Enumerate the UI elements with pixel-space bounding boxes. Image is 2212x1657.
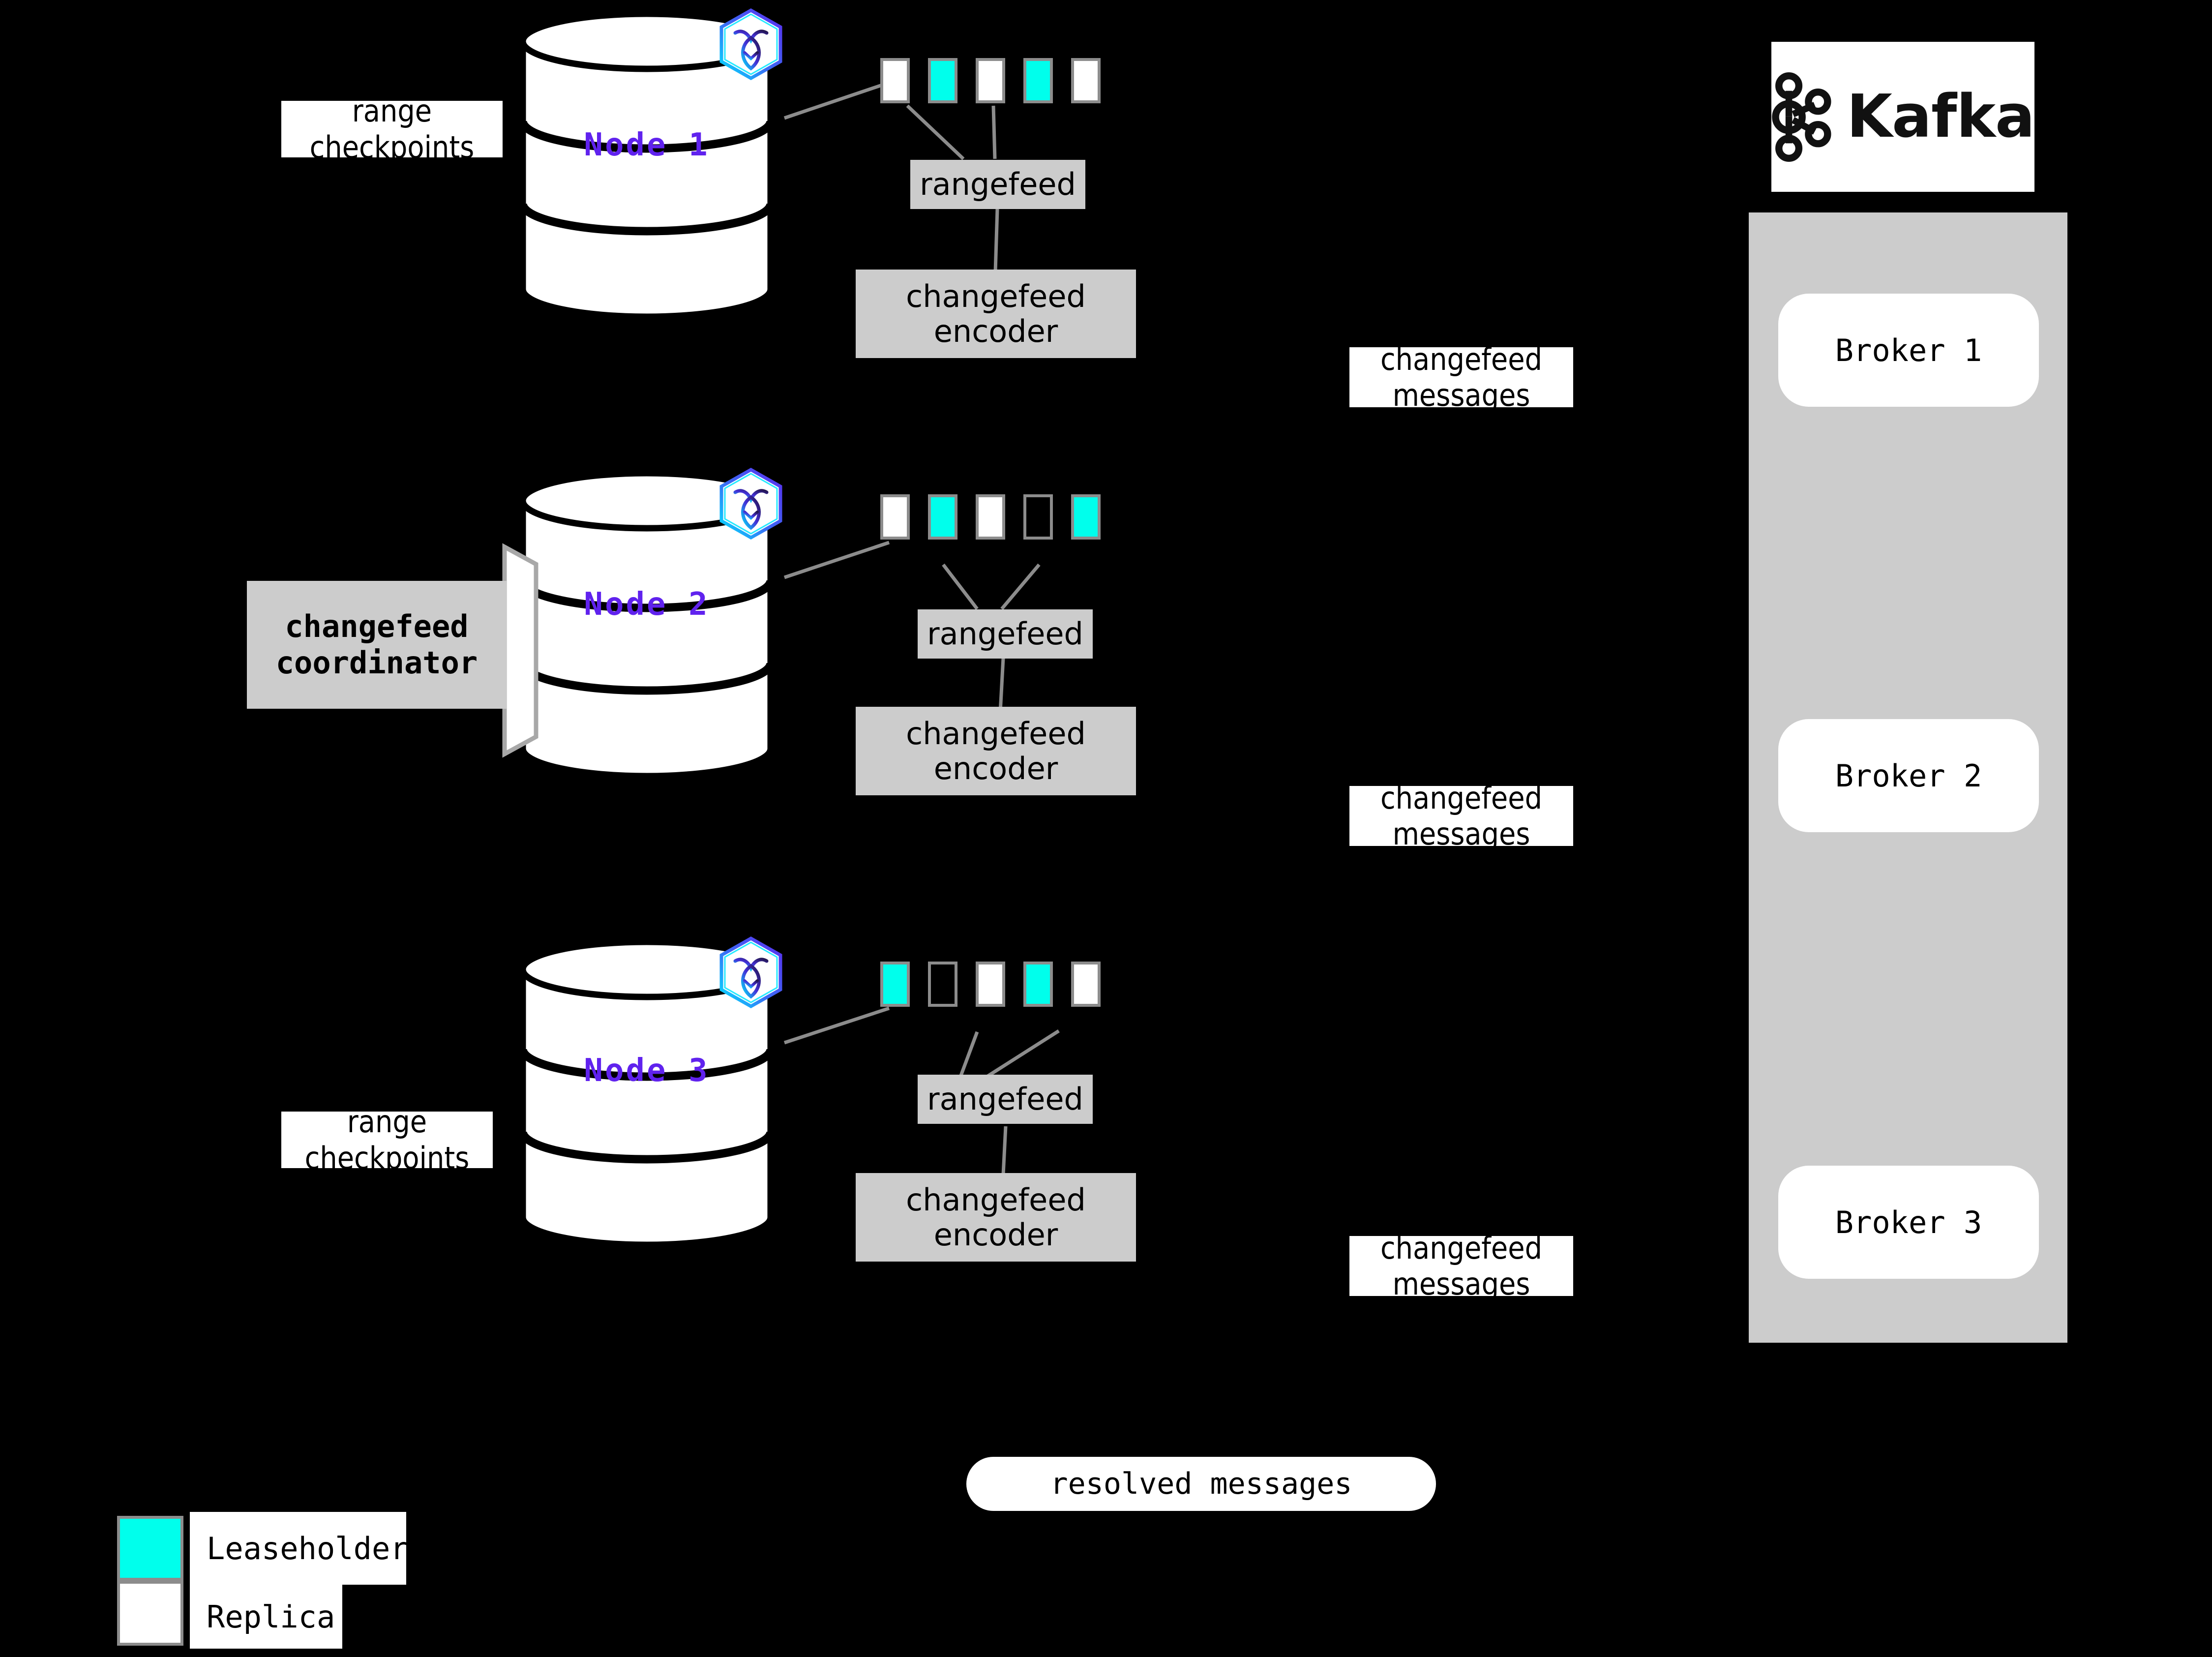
node-1-range-connector: [783, 81, 890, 120]
broker-2[interactable]: Broker 2: [1778, 719, 2039, 832]
label-line-2: messages: [1392, 377, 1530, 413]
node-3-range-connector: [783, 1006, 890, 1045]
label-line-1: changefeed: [1380, 1230, 1542, 1266]
legend-swatch-leaseholder: [117, 1516, 183, 1581]
node-1-logo-icon: [721, 10, 780, 78]
range-cell-replica[interactable]: [976, 494, 1005, 540]
node-1-rangefeed-box[interactable]: rangefeed: [910, 160, 1085, 209]
encoder-line-1: changefeed: [906, 278, 1086, 314]
encoder-line-1: changefeed: [906, 715, 1086, 752]
range-cell-replica[interactable]: [1071, 962, 1101, 1007]
broker-1[interactable]: Broker 1: [1778, 294, 2039, 407]
broker-3[interactable]: Broker 3: [1778, 1166, 2039, 1279]
node-2-range-connector: [783, 541, 890, 579]
range-cell-replica[interactable]: [976, 962, 1005, 1007]
node-1-encoder-connector: [993, 209, 999, 272]
legend-label-leaseholder: Leaseholder: [190, 1512, 409, 1585]
kafka-logo: Kafka: [1771, 42, 2035, 192]
label-line-1: changefeed: [1380, 341, 1542, 377]
node-3-logo-icon: [721, 938, 780, 1006]
range-cell-leaseholder[interactable]: [1071, 494, 1101, 540]
range-cell-replica[interactable]: [976, 58, 1005, 103]
node-2-rangefeed-connector-b: [1000, 563, 1041, 610]
encoder-line-2: encoder: [933, 1217, 1058, 1253]
label-line-1: changefeed: [1380, 780, 1542, 816]
node-1-changefeed-encoder-box[interactable]: changefeed encoder: [856, 270, 1136, 358]
encoder-line-2: encoder: [933, 313, 1058, 349]
node-1-rangefeed-connector-b: [991, 105, 997, 159]
node-3-range-checkpoints-label: range checkpoints: [281, 1104, 493, 1176]
node-2-logo-icon: [721, 470, 780, 538]
range-cell-replica[interactable]: [880, 494, 910, 540]
label-line-1: range: [347, 1104, 427, 1140]
node-1-label: Node 1: [584, 127, 710, 163]
changefeed-messages-label-3: changefeed messages: [1349, 1230, 1573, 1302]
resolved-messages-pill[interactable]: resolved messages: [966, 1457, 1436, 1511]
label-line-2: messages: [1392, 1266, 1530, 1302]
node-2-label: Node 2: [584, 586, 710, 623]
kafka-node-graph-icon: [1772, 72, 1831, 162]
range-cell-replica[interactable]: [880, 58, 910, 103]
label-line-2: checkpoints: [309, 129, 475, 165]
coordinator-line-1: changefeed: [285, 608, 469, 644]
changefeed-messages-label-1: changefeed messages: [1349, 341, 1573, 413]
kafka-wordmark: Kafka: [1847, 83, 2035, 151]
node-3-rangefeed-connector-b: [984, 1029, 1060, 1080]
label-line-2: checkpoints: [304, 1140, 470, 1176]
node-2-changefeed-encoder-box[interactable]: changefeed encoder: [856, 707, 1136, 795]
node-2-rangefeed-connector-a: [942, 563, 979, 610]
encoder-line-2: encoder: [933, 751, 1058, 786]
changefeed-coordinator[interactable]: changefeed coordinator: [247, 581, 507, 709]
node-3-encoder-connector: [1001, 1126, 1008, 1175]
legend-swatch-replica: [117, 1581, 183, 1646]
node-2-rangefeed-box[interactable]: rangefeed: [918, 609, 1093, 659]
node-2-encoder-connector: [998, 658, 1005, 713]
label-line-1: range: [352, 93, 432, 129]
node-1-rangefeed-connector-a: [906, 104, 965, 160]
range-cell-leaseholder[interactable]: [880, 962, 910, 1007]
range-cell-leaseholder[interactable]: [1023, 58, 1053, 103]
range-cell-leaseholder[interactable]: [928, 494, 957, 540]
node-3-rangefeed-box[interactable]: rangefeed: [918, 1075, 1093, 1124]
node-3-label: Node 3: [584, 1053, 710, 1089]
range-cell-replica[interactable]: [1071, 58, 1101, 103]
range-cell-leaseholder[interactable]: [928, 58, 957, 103]
legend-label-replica: Replica: [190, 1585, 342, 1649]
node-3-changefeed-encoder-box[interactable]: changefeed encoder: [856, 1173, 1136, 1262]
node-3-rangefeed-connector-a: [958, 1031, 979, 1079]
range-cell-empty[interactable]: [1023, 494, 1053, 540]
encoder-line-1: changefeed: [906, 1181, 1086, 1218]
changefeed-messages-label-2: changefeed messages: [1349, 780, 1573, 852]
node-1-range-checkpoints-label: range checkpoints: [281, 93, 503, 165]
label-line-2: messages: [1392, 816, 1530, 852]
coordinator-line-2: coordinator: [275, 645, 478, 681]
range-cell-empty[interactable]: [928, 962, 957, 1007]
range-cell-leaseholder[interactable]: [1023, 962, 1053, 1007]
